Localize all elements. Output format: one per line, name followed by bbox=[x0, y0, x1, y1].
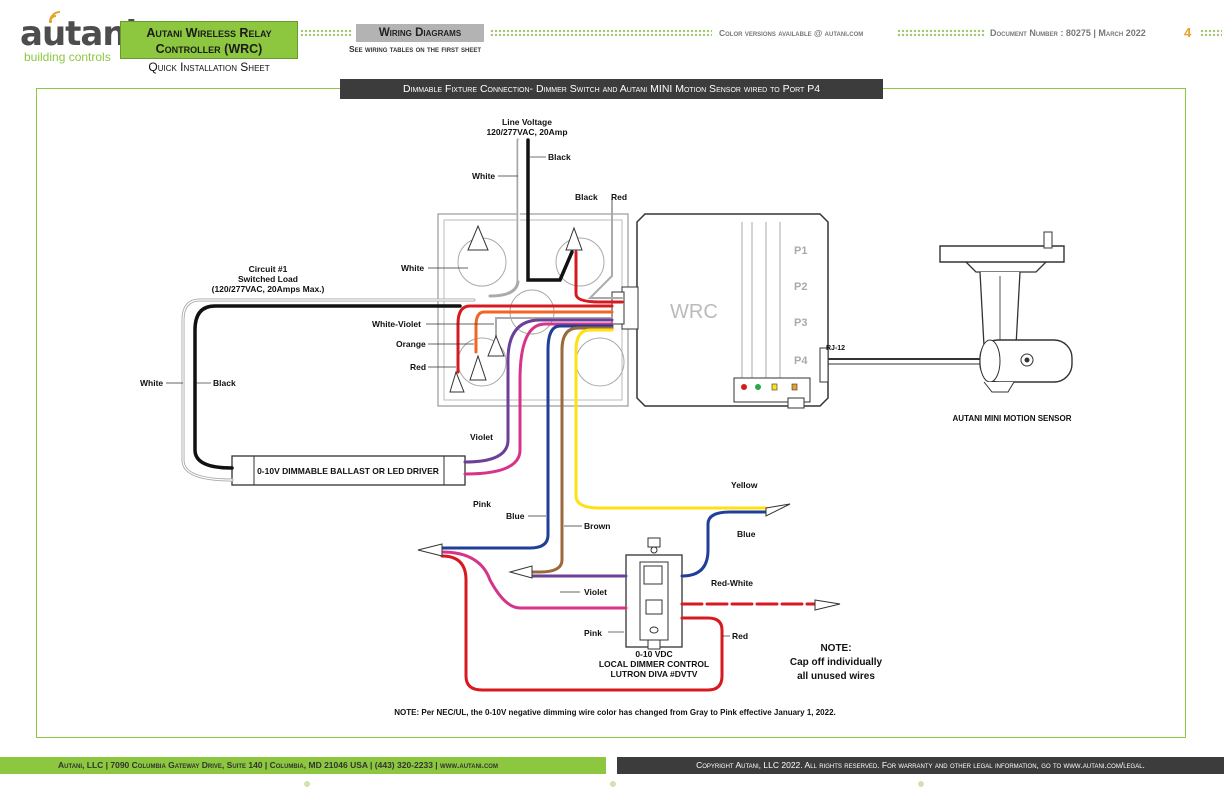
wire-paths bbox=[181, 138, 817, 692]
page-number: 4 bbox=[1184, 25, 1192, 40]
circuit-title: Circuit #1 bbox=[249, 264, 288, 274]
junction-box bbox=[437, 213, 629, 407]
diagram-title: Dimmable Fixture Connection- Dimmer Swit… bbox=[340, 79, 883, 99]
product-subtitle: Quick Installation Sheet bbox=[148, 60, 270, 74]
line-voltage-title: Line Voltage bbox=[502, 117, 552, 127]
header-dots-divider bbox=[490, 29, 712, 37]
circuit-load: Switched Load bbox=[238, 274, 298, 284]
dimmer-label-line3: LUTRON DIVA #DVTV bbox=[611, 669, 698, 679]
wire-label: Red bbox=[410, 362, 426, 372]
wireless-signal-icon bbox=[48, 11, 61, 24]
color-versions-note: Color versions available @ autani.com bbox=[719, 28, 864, 38]
sensor-label: AUTANI MINI MOTION SENSOR bbox=[953, 414, 1072, 423]
wire-label: Pink bbox=[473, 499, 491, 509]
wire-label: White-Violet bbox=[372, 319, 421, 329]
wire-label: Red bbox=[732, 631, 748, 641]
document-info: Document Number : 80275 | March 2022 bbox=[990, 28, 1146, 38]
wire-label: White bbox=[472, 171, 495, 181]
wire-label: White bbox=[401, 263, 424, 273]
footer-dot bbox=[610, 781, 616, 787]
mini-motion-sensor bbox=[939, 231, 1073, 393]
port-label: P2 bbox=[794, 281, 807, 293]
wire-label: White bbox=[140, 378, 163, 388]
footer-dot bbox=[918, 781, 924, 787]
logo bbox=[20, 8, 115, 68]
wire-nuts bbox=[417, 224, 841, 611]
footer-address: Autani, LLC | 7090 Columbia Gateway Driv… bbox=[0, 757, 606, 774]
ballast-label: 0-10V DIMMABLE BALLAST OR LED DRIVER bbox=[257, 466, 439, 476]
wire-label: Black bbox=[213, 378, 236, 388]
footer-copyright: Copyright Autani, LLC 2022. All rights r… bbox=[617, 757, 1224, 774]
wire-label: Red-White bbox=[711, 578, 753, 588]
circuit-spec: (120/277VAC, 20Amps Max.) bbox=[212, 284, 325, 294]
footnote: NOTE: Per NEC/UL, the 0-10V negative dim… bbox=[394, 708, 835, 717]
label-leaders bbox=[166, 156, 730, 637]
rj12-label: RJ-12 bbox=[826, 345, 845, 352]
logo-wordmark: autani bbox=[20, 14, 137, 54]
wire-label: Black bbox=[575, 192, 598, 202]
wire-label: Violet bbox=[470, 432, 493, 442]
product-title: Autani Wireless Relay Controller (WRC) bbox=[120, 21, 298, 59]
wire-label: Brown bbox=[584, 521, 610, 531]
dimmer-label-line1: 0-10 VDC bbox=[635, 649, 672, 659]
wire-label: Red bbox=[611, 192, 627, 202]
dimmable-ballast bbox=[231, 455, 466, 486]
port-label: P4 bbox=[794, 355, 808, 367]
status-led-red bbox=[741, 384, 747, 390]
wire-label: Blue bbox=[506, 511, 525, 521]
header-dots-divider bbox=[300, 29, 352, 37]
port-label: P1 bbox=[794, 245, 807, 257]
footer-dot bbox=[304, 781, 310, 787]
wire-label: Yellow bbox=[731, 480, 758, 490]
section-label: Wiring Diagrams bbox=[356, 24, 484, 42]
wire-label: Orange bbox=[396, 339, 426, 349]
logo-tagline: building controls bbox=[24, 50, 111, 64]
wrc-label: WRC bbox=[670, 301, 718, 323]
note-line2: all unused wires bbox=[797, 671, 875, 682]
wrc-controller bbox=[611, 213, 829, 409]
wire-label: Violet bbox=[584, 587, 607, 597]
section-note: See wiring tables on the first sheet bbox=[349, 44, 482, 54]
status-led-green bbox=[755, 384, 761, 390]
wire-label: Blue bbox=[737, 529, 756, 539]
header-dots-divider bbox=[897, 29, 985, 37]
lutron-dimmer bbox=[625, 537, 683, 650]
port-label: P3 bbox=[794, 317, 807, 329]
dimmer-label-line2: LOCAL DIMMER CONTROL bbox=[599, 659, 709, 669]
wire-label: Black bbox=[548, 152, 571, 162]
header-dots-divider bbox=[1200, 29, 1222, 37]
line-voltage-spec: 120/277VAC, 20Amp bbox=[486, 127, 567, 137]
note-title: NOTE: bbox=[820, 643, 851, 654]
note-line1: Cap off individually bbox=[790, 657, 883, 668]
wire-label: Pink bbox=[584, 628, 602, 638]
